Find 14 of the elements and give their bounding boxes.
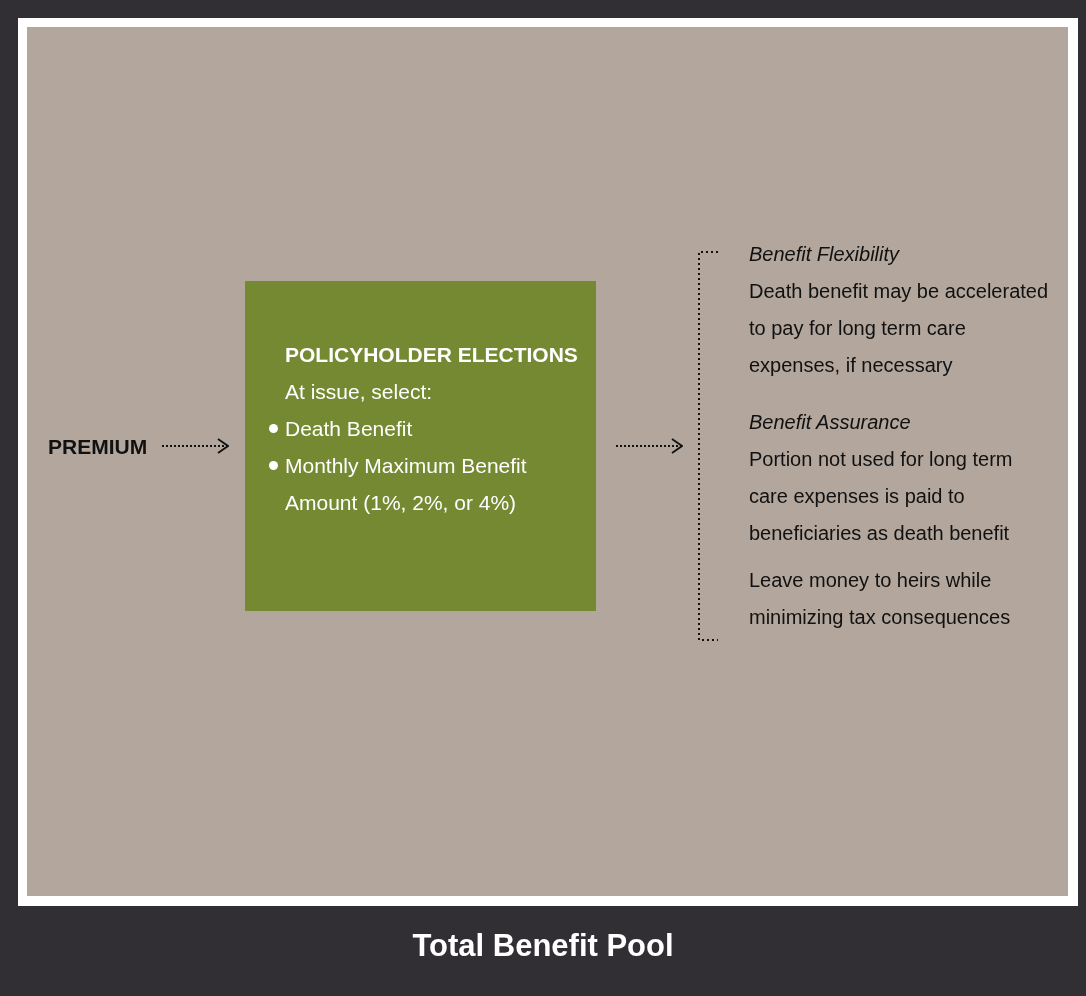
- benefit-heading: Benefit Flexibility: [749, 242, 901, 267]
- benefit-heading: Benefit Assurance: [749, 410, 912, 435]
- bullet-item: Death Benefit: [285, 416, 414, 442]
- description-text: At issue, select:: [285, 379, 434, 405]
- description-text: Death benefit may be accelerated to pay for long term care expenses, if necessary: [749, 279, 1049, 378]
- arrow: [615, 438, 683, 454]
- input-label-text: PREMIUM: [48, 434, 149, 460]
- caption: Total Benefit Pool: [412, 928, 674, 964]
- bullet-item: Monthly Maximum Benefit Amount (1%, 2%, or 4%): [285, 453, 528, 516]
- description-text: Portion not used for long term care expenses is paid to beneficiaries as death benefit: [749, 447, 1014, 546]
- arrow: [161, 438, 229, 454]
- box-heading: POLICYHOLDER ELECTIONS: [285, 342, 579, 368]
- elections-box: [245, 281, 596, 611]
- description-text: Leave money to heirs while minimizing tax consequences: [749, 568, 1012, 630]
